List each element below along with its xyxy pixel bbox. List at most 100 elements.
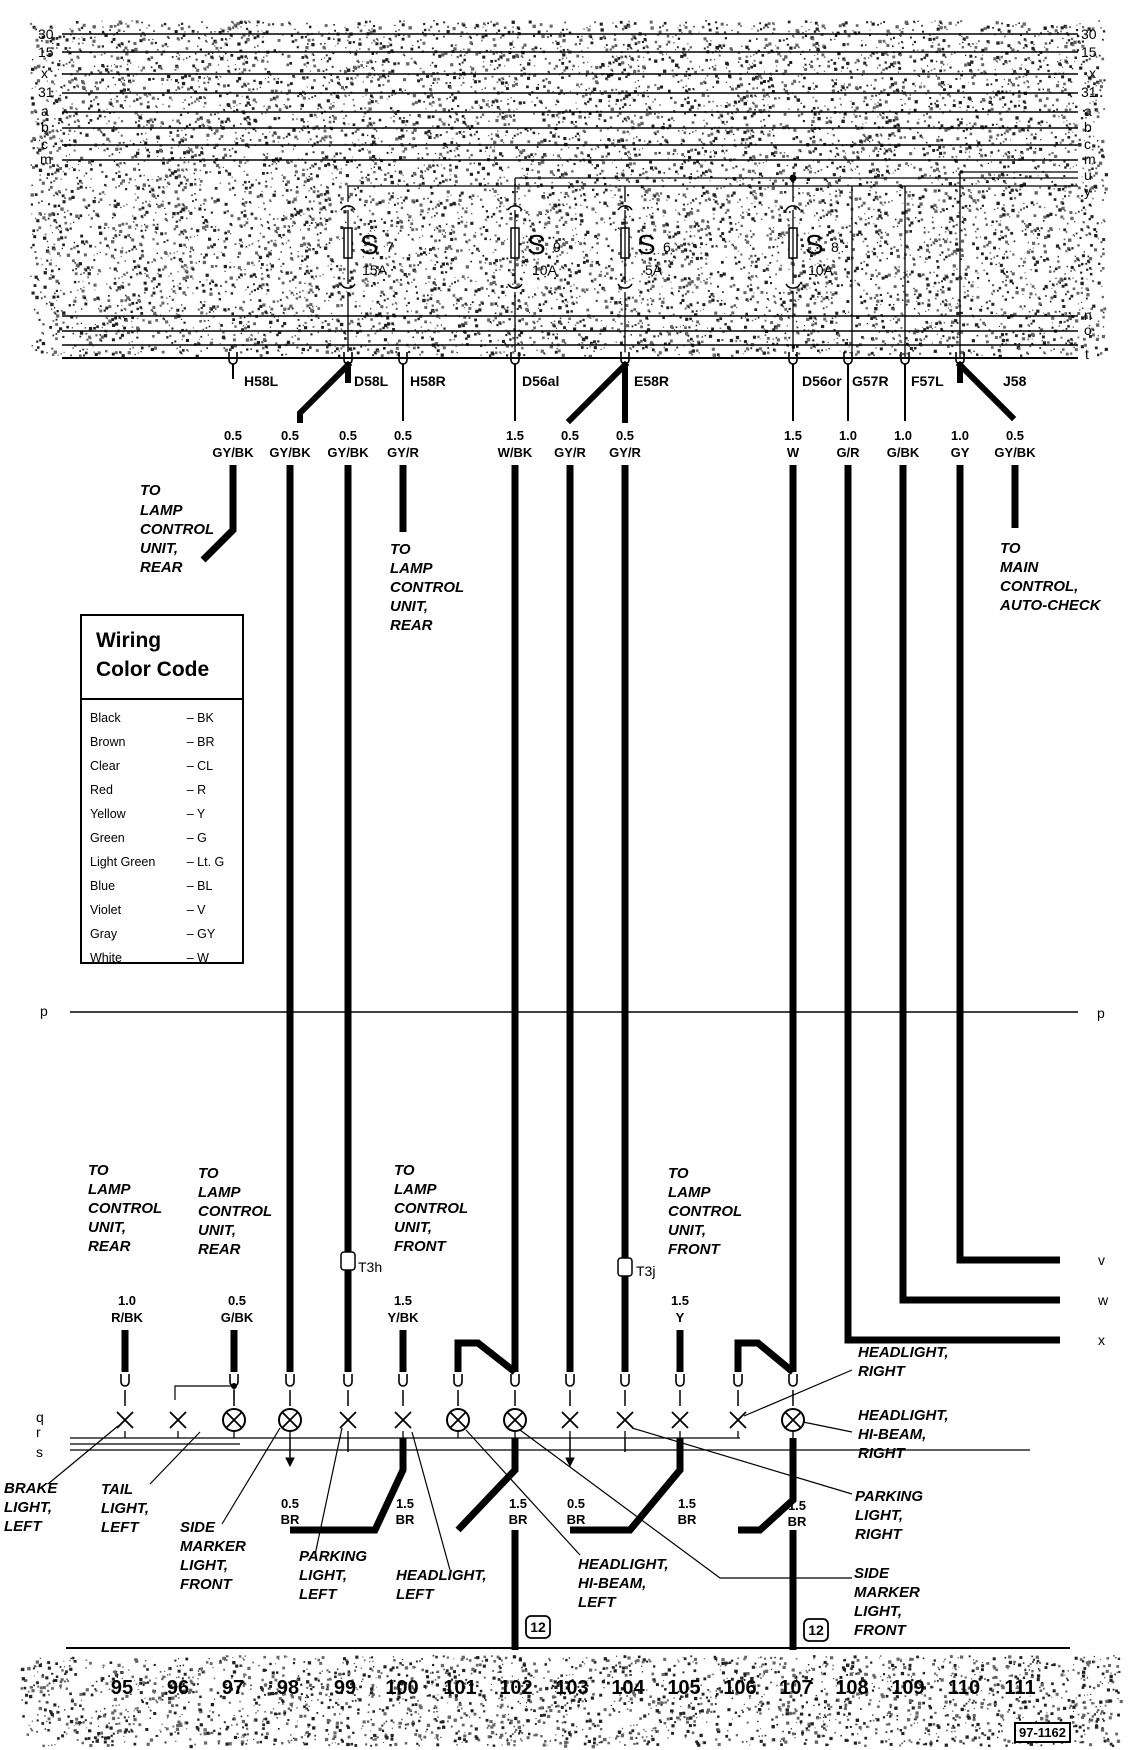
connector-label: F57L <box>911 373 944 389</box>
fuse-s9: S 9 10A <box>507 205 561 289</box>
lamp-symbol <box>116 1411 134 1429</box>
lamp-symbol <box>729 1411 747 1429</box>
legend-title-line2: Color Code <box>96 658 210 681</box>
lamp-symbol <box>222 1408 246 1432</box>
label-headlight-left: HEADLIGHT, LEFT <box>396 1567 487 1603</box>
lamp-symbol <box>503 1408 527 1432</box>
legend-row: Red– R <box>90 778 242 802</box>
bus-label: a <box>41 103 49 119</box>
top-bus-lines <box>62 33 1078 359</box>
junction-dot <box>789 174 797 182</box>
lower-terminals <box>120 1374 798 1387</box>
note-lamp-front-1: TO LAMP CONTROL UNIT, FRONT <box>394 1162 468 1255</box>
legend-color-name: Brown <box>90 735 126 749</box>
fuse-s7: S 7 15A <box>340 205 394 289</box>
lamp-symbol <box>781 1408 805 1432</box>
label-parking-light-right: PARKING LIGHT, RIGHT <box>855 1488 923 1543</box>
legend-title: Wiring Color Code <box>82 616 242 700</box>
column-numbers: 95 96 97 98 99 100 101 102 103 104 105 1… <box>111 1677 1036 1699</box>
fuse-s6: S 6 5A <box>617 205 671 289</box>
lamp-symbol <box>616 1411 634 1429</box>
ground-wires <box>285 1438 797 1650</box>
lamp-symbol <box>278 1408 302 1432</box>
legend-color-code: – G <box>186 831 207 845</box>
bus-p: p p <box>40 1003 1105 1021</box>
bus-label: x <box>41 65 48 81</box>
bus-label: 30 <box>1081 26 1097 42</box>
wire-gauges: 0.5 GY/BK 0.5 GY/BK 0.5 GY/BK 0.5 GY/R 1… <box>212 428 1036 460</box>
label-headlight-hibeam-right: HEADLIGHT, HI-BEAM, RIGHT <box>858 1407 949 1462</box>
connector-labels: H58L D58L H58R D56al E58R D56or G57R F57… <box>244 373 1027 389</box>
leader-lines <box>47 1369 853 1579</box>
note-lamp-rear-2: TO LAMP CONTROL UNIT, REAR <box>390 541 464 634</box>
ground-ref-107: 12 <box>803 1618 829 1642</box>
legend-color-name: Red <box>90 783 113 797</box>
legend-color-name: Clear <box>90 759 120 773</box>
main-wires <box>200 465 1060 1372</box>
lamp-symbol <box>446 1408 470 1432</box>
bus-label: m <box>40 151 52 167</box>
lamp-symbols <box>116 1408 805 1438</box>
lower-feeders <box>121 1330 796 1375</box>
connector-label: H58R <box>410 373 446 389</box>
reference-stamp: 97-1162 <box>1014 1722 1071 1743</box>
bus-label: 31 <box>38 84 54 100</box>
bus-vwx: v w x <box>1097 1252 1109 1348</box>
legend-color-name: Light Green <box>90 855 156 869</box>
label-brake-light-left: BRAKE LIGHT, LEFT <box>4 1480 58 1535</box>
legend-color-code: – BL <box>186 879 213 893</box>
fuse-s8: S 8 10A <box>785 205 839 289</box>
bus-label: 15 <box>1081 44 1097 60</box>
legend-color-name: Blue <box>90 879 116 893</box>
bus-label: 31 <box>1081 84 1097 100</box>
lower-wire-gauges: 1.0 R/BK 0.5 G/BK 1.5 Y/BK 1.5 Y <box>111 1293 689 1325</box>
legend-color-code: – Lt. G <box>186 855 225 869</box>
label-parking-light-left: PARKING LIGHT, LEFT <box>299 1548 367 1603</box>
lamp-symbol <box>169 1411 187 1429</box>
label-side-marker-front-right: SIDE MARKER LIGHT, FRONT <box>854 1565 920 1639</box>
bus-label: b <box>1084 119 1092 135</box>
bus-label: 30 <box>38 26 54 42</box>
legend-row: White– W <box>90 946 242 970</box>
note-lamp-rear-1: TO LAMP CONTROL UNIT, REAR <box>140 482 214 576</box>
legend-title-line1: Wiring <box>96 629 162 652</box>
lamp-symbol <box>561 1411 579 1429</box>
legend-color-code: – CL <box>186 759 214 773</box>
legend-row: Blue – BL <box>90 874 242 898</box>
legend-row: Violet– V <box>90 898 242 922</box>
ground-ref-102: 12 <box>525 1615 551 1639</box>
legend-color-name: Green <box>90 831 125 845</box>
legend-color-name: Violet <box>90 903 122 917</box>
note-main-control: TO MAIN CONTROL, AUTO-CHECK <box>999 540 1102 614</box>
bus-label: u <box>1084 167 1092 183</box>
lamp-symbol <box>671 1411 689 1429</box>
connector-label: D56or <box>802 373 842 389</box>
column-strip-background <box>20 1655 1123 1749</box>
legend-color-code: – GY <box>186 927 216 941</box>
connector-label: D56al <box>522 373 559 389</box>
label-side-marker-front-left: SIDE MARKER LIGHT, FRONT <box>180 1519 246 1593</box>
bus-label: c <box>41 136 48 152</box>
legend-row: Black– BK <box>90 706 242 730</box>
legend-row: Green – G <box>90 826 242 850</box>
note-lamp-rear-4: TO LAMP CONTROL UNIT, REAR <box>198 1165 272 1258</box>
component-labels: BRAKE LIGHT, LEFT TAIL LIGHT, LEFT SIDE … <box>4 1344 949 1639</box>
note-lamp-rear-3: TO LAMP CONTROL UNIT, REAR <box>88 1162 162 1255</box>
fuse-panel-background <box>30 20 1108 359</box>
bus-labels-left: 30 15 x 31 a b c m <box>38 26 54 167</box>
connector-label: G57R <box>852 373 889 389</box>
note-lamp-front-2: TO LAMP CONTROL UNIT, FRONT <box>668 1165 742 1258</box>
bus-label: x <box>1089 65 1096 81</box>
bus-label: b <box>41 119 49 135</box>
label-tail-light-left: TAIL LIGHT, LEFT <box>101 1481 149 1536</box>
legend-row: Yellow– Y <box>90 802 242 826</box>
legend-color-name: White <box>90 951 122 965</box>
legend-color-code: – Y <box>186 807 206 821</box>
bus-label: m <box>1084 151 1096 167</box>
connector-label: E58R <box>634 373 669 389</box>
lamp-stubs <box>124 1390 794 1406</box>
lamp-symbol <box>394 1411 412 1429</box>
